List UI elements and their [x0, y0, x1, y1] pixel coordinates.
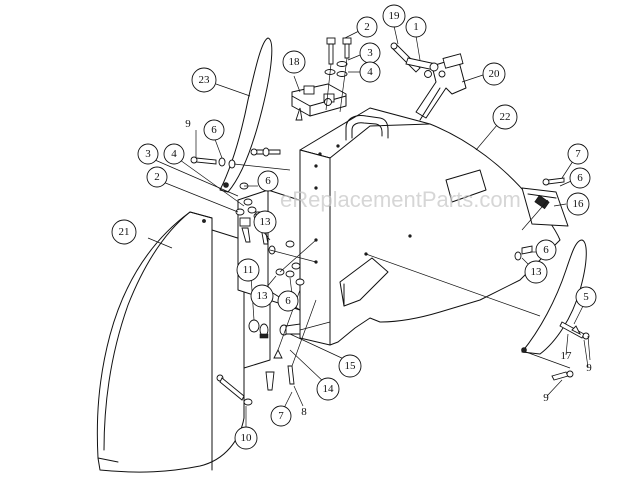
- svg-text:5: 5: [583, 291, 589, 303]
- svg-text:18: 18: [289, 56, 301, 68]
- callout-14: 14: [316, 377, 340, 401]
- svg-text:3: 3: [367, 47, 373, 59]
- callout-6-e: 6: [535, 239, 557, 261]
- callout-3-top: 3: [359, 42, 381, 64]
- callout-4-left: 4: [163, 143, 185, 165]
- callout-11: 11: [236, 258, 260, 282]
- part-17-right-flap: [521, 239, 587, 369]
- callout-1: 1: [405, 16, 427, 38]
- svg-text:13: 13: [257, 290, 269, 302]
- svg-text:15: 15: [345, 360, 357, 372]
- lower-hardware-cluster: [216, 289, 331, 406]
- callout-10: 10: [234, 426, 258, 450]
- callout-2-top: 2: [356, 16, 378, 38]
- svg-text:6: 6: [265, 175, 271, 187]
- svg-text:16: 16: [573, 198, 585, 210]
- svg-text:13: 13: [260, 216, 272, 228]
- callout-6-a: 6: [203, 119, 225, 141]
- callout-3-left: 3: [137, 143, 159, 165]
- part-23-left-flap: [219, 37, 273, 193]
- callout-7-bottom: 7: [270, 405, 292, 427]
- svg-text:4: 4: [367, 66, 373, 78]
- callout-13-c: 13: [524, 260, 548, 284]
- callout-9-left: 9: [185, 118, 191, 130]
- callout-21: 21: [111, 219, 137, 245]
- part-22-main-housing: [299, 107, 561, 346]
- svg-text:19: 19: [389, 10, 401, 22]
- svg-text:4: 4: [171, 148, 177, 160]
- callout-2-left: 2: [146, 166, 168, 188]
- svg-text:7: 7: [575, 148, 581, 160]
- callout-6-b: 6: [257, 170, 279, 192]
- part-21-left-guard: [96, 211, 271, 473]
- part-18-hinge: [291, 83, 347, 121]
- callout-9-bottom: 9: [543, 392, 549, 404]
- top-bolts: [324, 37, 352, 113]
- callout-8: 8: [301, 406, 307, 418]
- svg-text:2: 2: [364, 21, 370, 33]
- svg-text:3: 3: [145, 148, 151, 160]
- svg-text:22: 22: [500, 111, 511, 123]
- callout-5: 5: [575, 286, 597, 308]
- callout-4-top: 4: [359, 61, 381, 83]
- svg-text:2: 2: [154, 171, 160, 183]
- part-16-plate: [521, 187, 569, 231]
- svg-text:13: 13: [531, 266, 543, 278]
- svg-text:23: 23: [199, 74, 211, 86]
- plain-callouts: 9 8 17 9 9: [185, 118, 592, 418]
- callout-13-a: 13: [253, 210, 277, 234]
- callout-6-c: 6: [277, 290, 299, 312]
- svg-text:6: 6: [543, 244, 549, 256]
- callout-17: 17: [561, 350, 573, 362]
- right-hardware-cluster: [514, 177, 591, 381]
- svg-text:20: 20: [489, 68, 501, 80]
- svg-text:21: 21: [119, 226, 130, 238]
- callout-6-d: 6: [569, 167, 591, 189]
- svg-text:10: 10: [241, 432, 253, 444]
- watermark-text: eReplacementParts.com: [280, 187, 521, 212]
- svg-text:7: 7: [278, 410, 284, 422]
- callout-13-b: 13: [250, 284, 274, 308]
- svg-text:6: 6: [577, 172, 583, 184]
- callout-19: 19: [382, 4, 406, 28]
- part-19-pin: [390, 42, 421, 73]
- callout-9-right: 9: [586, 362, 592, 374]
- callout-16: 16: [566, 192, 590, 216]
- callout-bubbles: 19 1 2 3 4 18 20 23 22 6 3 4 2 6 13 21 1…: [111, 4, 597, 450]
- callout-18: 18: [282, 50, 306, 74]
- svg-text:14: 14: [323, 383, 335, 395]
- callout-15: 15: [338, 354, 362, 378]
- svg-text:1: 1: [413, 21, 419, 33]
- callout-22: 22: [492, 104, 518, 130]
- svg-text:11: 11: [243, 264, 254, 276]
- callout-7-right: 7: [567, 143, 589, 165]
- part-1-bolt: [405, 57, 446, 78]
- part-20-bracket: [415, 53, 467, 121]
- callout-20: 20: [482, 62, 506, 86]
- svg-text:6: 6: [211, 124, 217, 136]
- callout-23: 23: [191, 67, 217, 93]
- left-hardware-cluster: [190, 147, 317, 286]
- svg-text:6: 6: [285, 295, 291, 307]
